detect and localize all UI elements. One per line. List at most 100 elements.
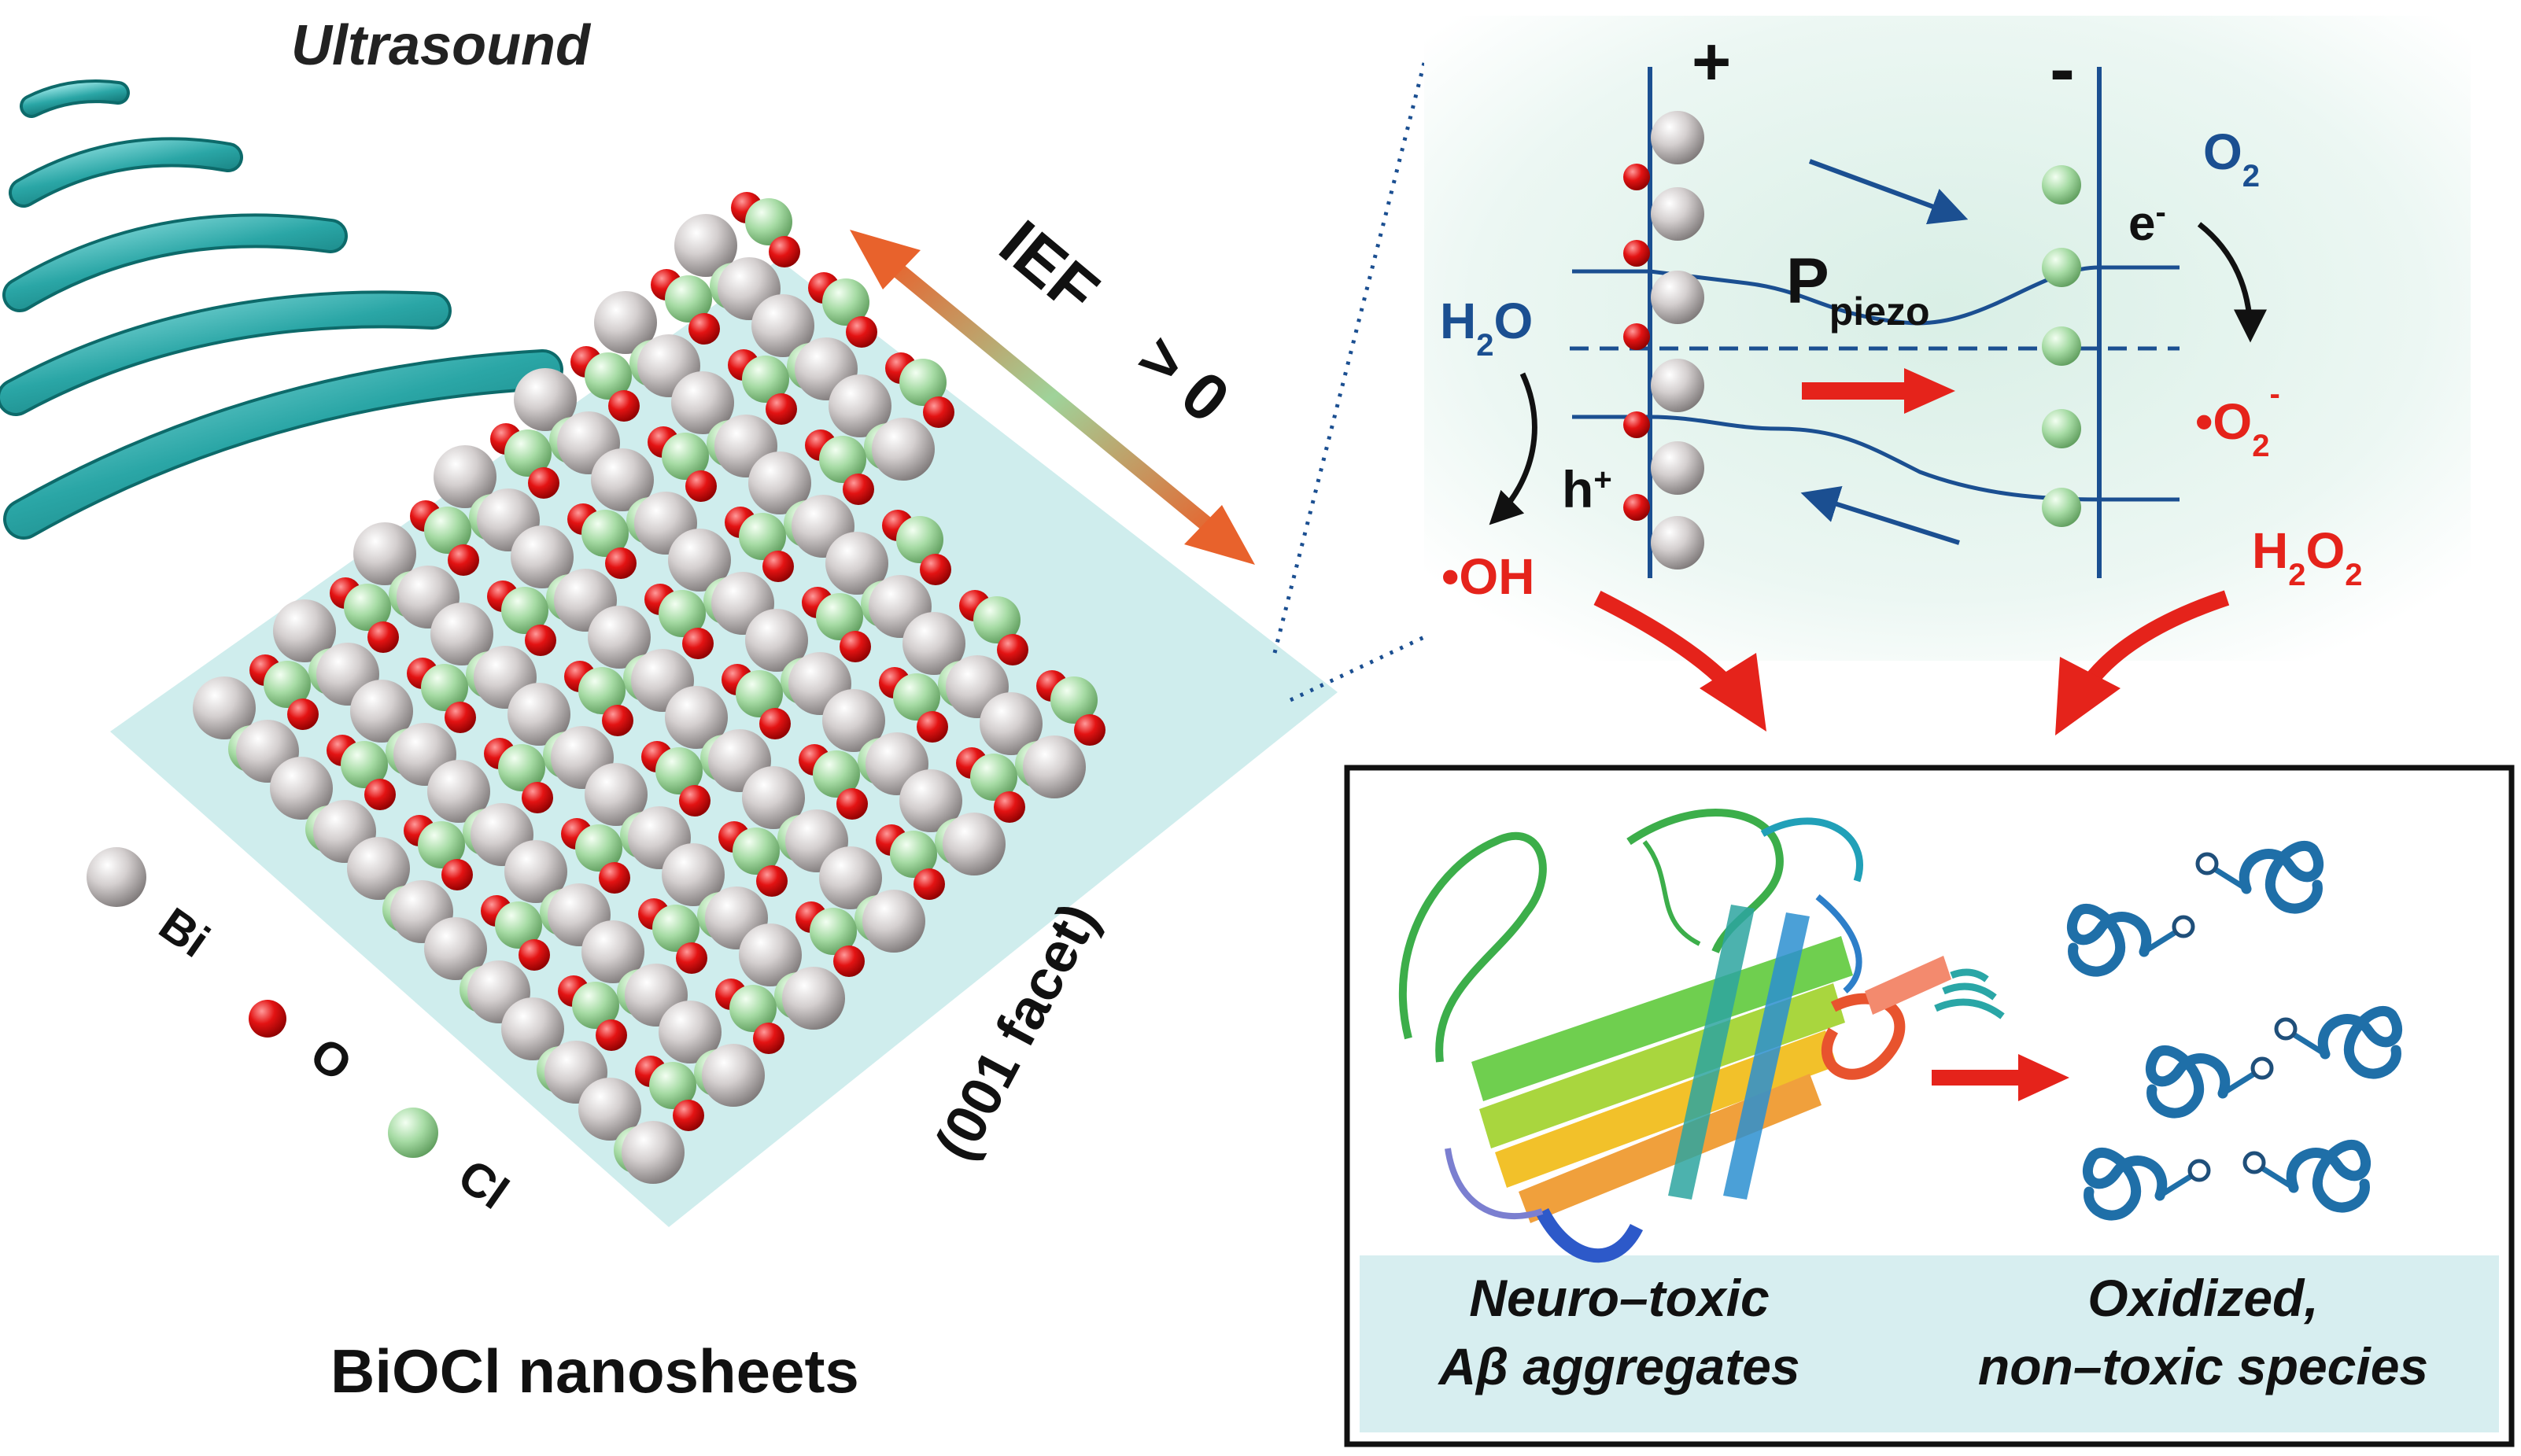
bi-atom bbox=[588, 606, 651, 669]
cl-atom bbox=[810, 908, 857, 955]
band-o-atom bbox=[1623, 164, 1650, 190]
fragment-coil bbox=[2317, 1005, 2402, 1079]
band-cl-atom bbox=[2042, 165, 2081, 205]
fragment-oxygen bbox=[2274, 1017, 2298, 1041]
band-diagram-panel bbox=[1424, 16, 2471, 661]
cl-atom bbox=[585, 352, 632, 400]
o-atom bbox=[766, 393, 797, 425]
cl-atom bbox=[344, 584, 391, 631]
fragment-bond bbox=[2213, 867, 2248, 891]
band-atoms bbox=[1623, 111, 2081, 569]
ief-arrow bbox=[850, 230, 1255, 565]
cl-atom bbox=[893, 673, 940, 721]
o-atom bbox=[914, 868, 945, 900]
bi-atom bbox=[980, 692, 1043, 755]
o-atom bbox=[846, 316, 877, 348]
ultrasound-waves bbox=[0, 79, 563, 540]
band-cl-atom bbox=[2042, 409, 2081, 448]
cl-atom bbox=[733, 828, 780, 875]
bi-atom bbox=[581, 920, 644, 983]
o-atom bbox=[769, 236, 800, 267]
o-atom bbox=[679, 785, 711, 816]
minus-sign: - bbox=[2050, 27, 2075, 111]
o-atom bbox=[840, 631, 871, 662]
zoom-line-top bbox=[1272, 62, 1427, 654]
cl-atom bbox=[424, 507, 471, 554]
o-atom bbox=[756, 865, 788, 897]
wave-arc bbox=[6, 216, 345, 309]
cl-atom bbox=[501, 587, 548, 634]
cl-atom bbox=[341, 741, 388, 788]
legend-o-label: O bbox=[301, 1027, 362, 1092]
bi-atom bbox=[353, 522, 416, 585]
bi-atom bbox=[745, 609, 808, 672]
o-atom bbox=[997, 634, 1028, 665]
bi-atom bbox=[578, 1078, 641, 1141]
wave-arc bbox=[12, 140, 240, 205]
oxidized-fragment bbox=[2146, 1045, 2274, 1119]
fragment-bond bbox=[2221, 1071, 2256, 1096]
result-caption-band bbox=[1360, 1255, 2499, 1432]
ultrasound-mini-icon bbox=[1934, 968, 2005, 1019]
bi-atom bbox=[665, 686, 728, 749]
o-atom bbox=[445, 702, 476, 733]
bi-atom bbox=[862, 890, 925, 953]
superoxide-label: •O2- bbox=[2195, 377, 2280, 463]
bi-atom bbox=[434, 445, 496, 508]
cl-atom bbox=[578, 667, 626, 714]
cl-atom bbox=[421, 664, 468, 711]
electron-label: e- bbox=[2128, 195, 2166, 251]
wave-arc bbox=[6, 352, 560, 536]
o-atom bbox=[753, 1023, 784, 1054]
cl-atom bbox=[418, 821, 465, 868]
bi-atom bbox=[829, 374, 891, 437]
cl-atom bbox=[652, 905, 699, 952]
legend-bi-label: Bi bbox=[150, 898, 220, 968]
wave-arc bbox=[23, 83, 127, 115]
o2-label: O2 bbox=[2203, 123, 2260, 194]
fragment-oxygen bbox=[2187, 1159, 2211, 1182]
o-atom bbox=[685, 470, 717, 502]
o-atom bbox=[917, 711, 948, 743]
cl-atom bbox=[739, 513, 786, 560]
bi-atom bbox=[739, 923, 802, 986]
oh-radical-label: •OH bbox=[1441, 548, 1534, 605]
bi-atom bbox=[504, 840, 567, 903]
o2-to-radical-arrow bbox=[2197, 222, 2267, 343]
cl-atom bbox=[659, 590, 706, 637]
legend-cl-atom bbox=[388, 1108, 438, 1158]
band-bi-atom bbox=[1651, 359, 1704, 412]
o-atom bbox=[994, 791, 1025, 823]
oxidized-fragment bbox=[2242, 1139, 2371, 1213]
bi-atom bbox=[668, 529, 731, 592]
legend-bi-atom bbox=[87, 847, 146, 907]
bi-atom bbox=[674, 214, 737, 277]
o-atom bbox=[602, 705, 633, 736]
fragment-coil bbox=[2083, 1147, 2168, 1221]
legend-o-atom bbox=[249, 1000, 286, 1038]
cl-atom bbox=[816, 593, 863, 640]
o-atom bbox=[676, 942, 707, 974]
atom-lattice bbox=[193, 192, 1105, 1184]
o-atom bbox=[605, 547, 637, 579]
cl-atom bbox=[649, 1062, 696, 1109]
bi-atom bbox=[501, 997, 564, 1060]
bi-atom bbox=[350, 680, 413, 743]
oxidized-fragment bbox=[2083, 1147, 2211, 1221]
cl-atom bbox=[504, 429, 552, 477]
bi-atom bbox=[424, 917, 487, 980]
o-atom bbox=[843, 474, 874, 505]
bi-atom bbox=[585, 763, 648, 826]
oxidized-fragment bbox=[2274, 1005, 2402, 1079]
o-atom bbox=[364, 779, 396, 810]
o-atom bbox=[599, 862, 630, 894]
cl-atom bbox=[742, 356, 789, 403]
band-cl-atom bbox=[2042, 248, 2081, 287]
cl-atom bbox=[581, 510, 629, 557]
band-bi-atom bbox=[1651, 516, 1704, 569]
band-bi-atom bbox=[1651, 441, 1704, 495]
o-atom bbox=[920, 554, 951, 585]
electron-flow-arrow bbox=[1808, 159, 1969, 225]
band-diagram bbox=[1489, 67, 2267, 578]
